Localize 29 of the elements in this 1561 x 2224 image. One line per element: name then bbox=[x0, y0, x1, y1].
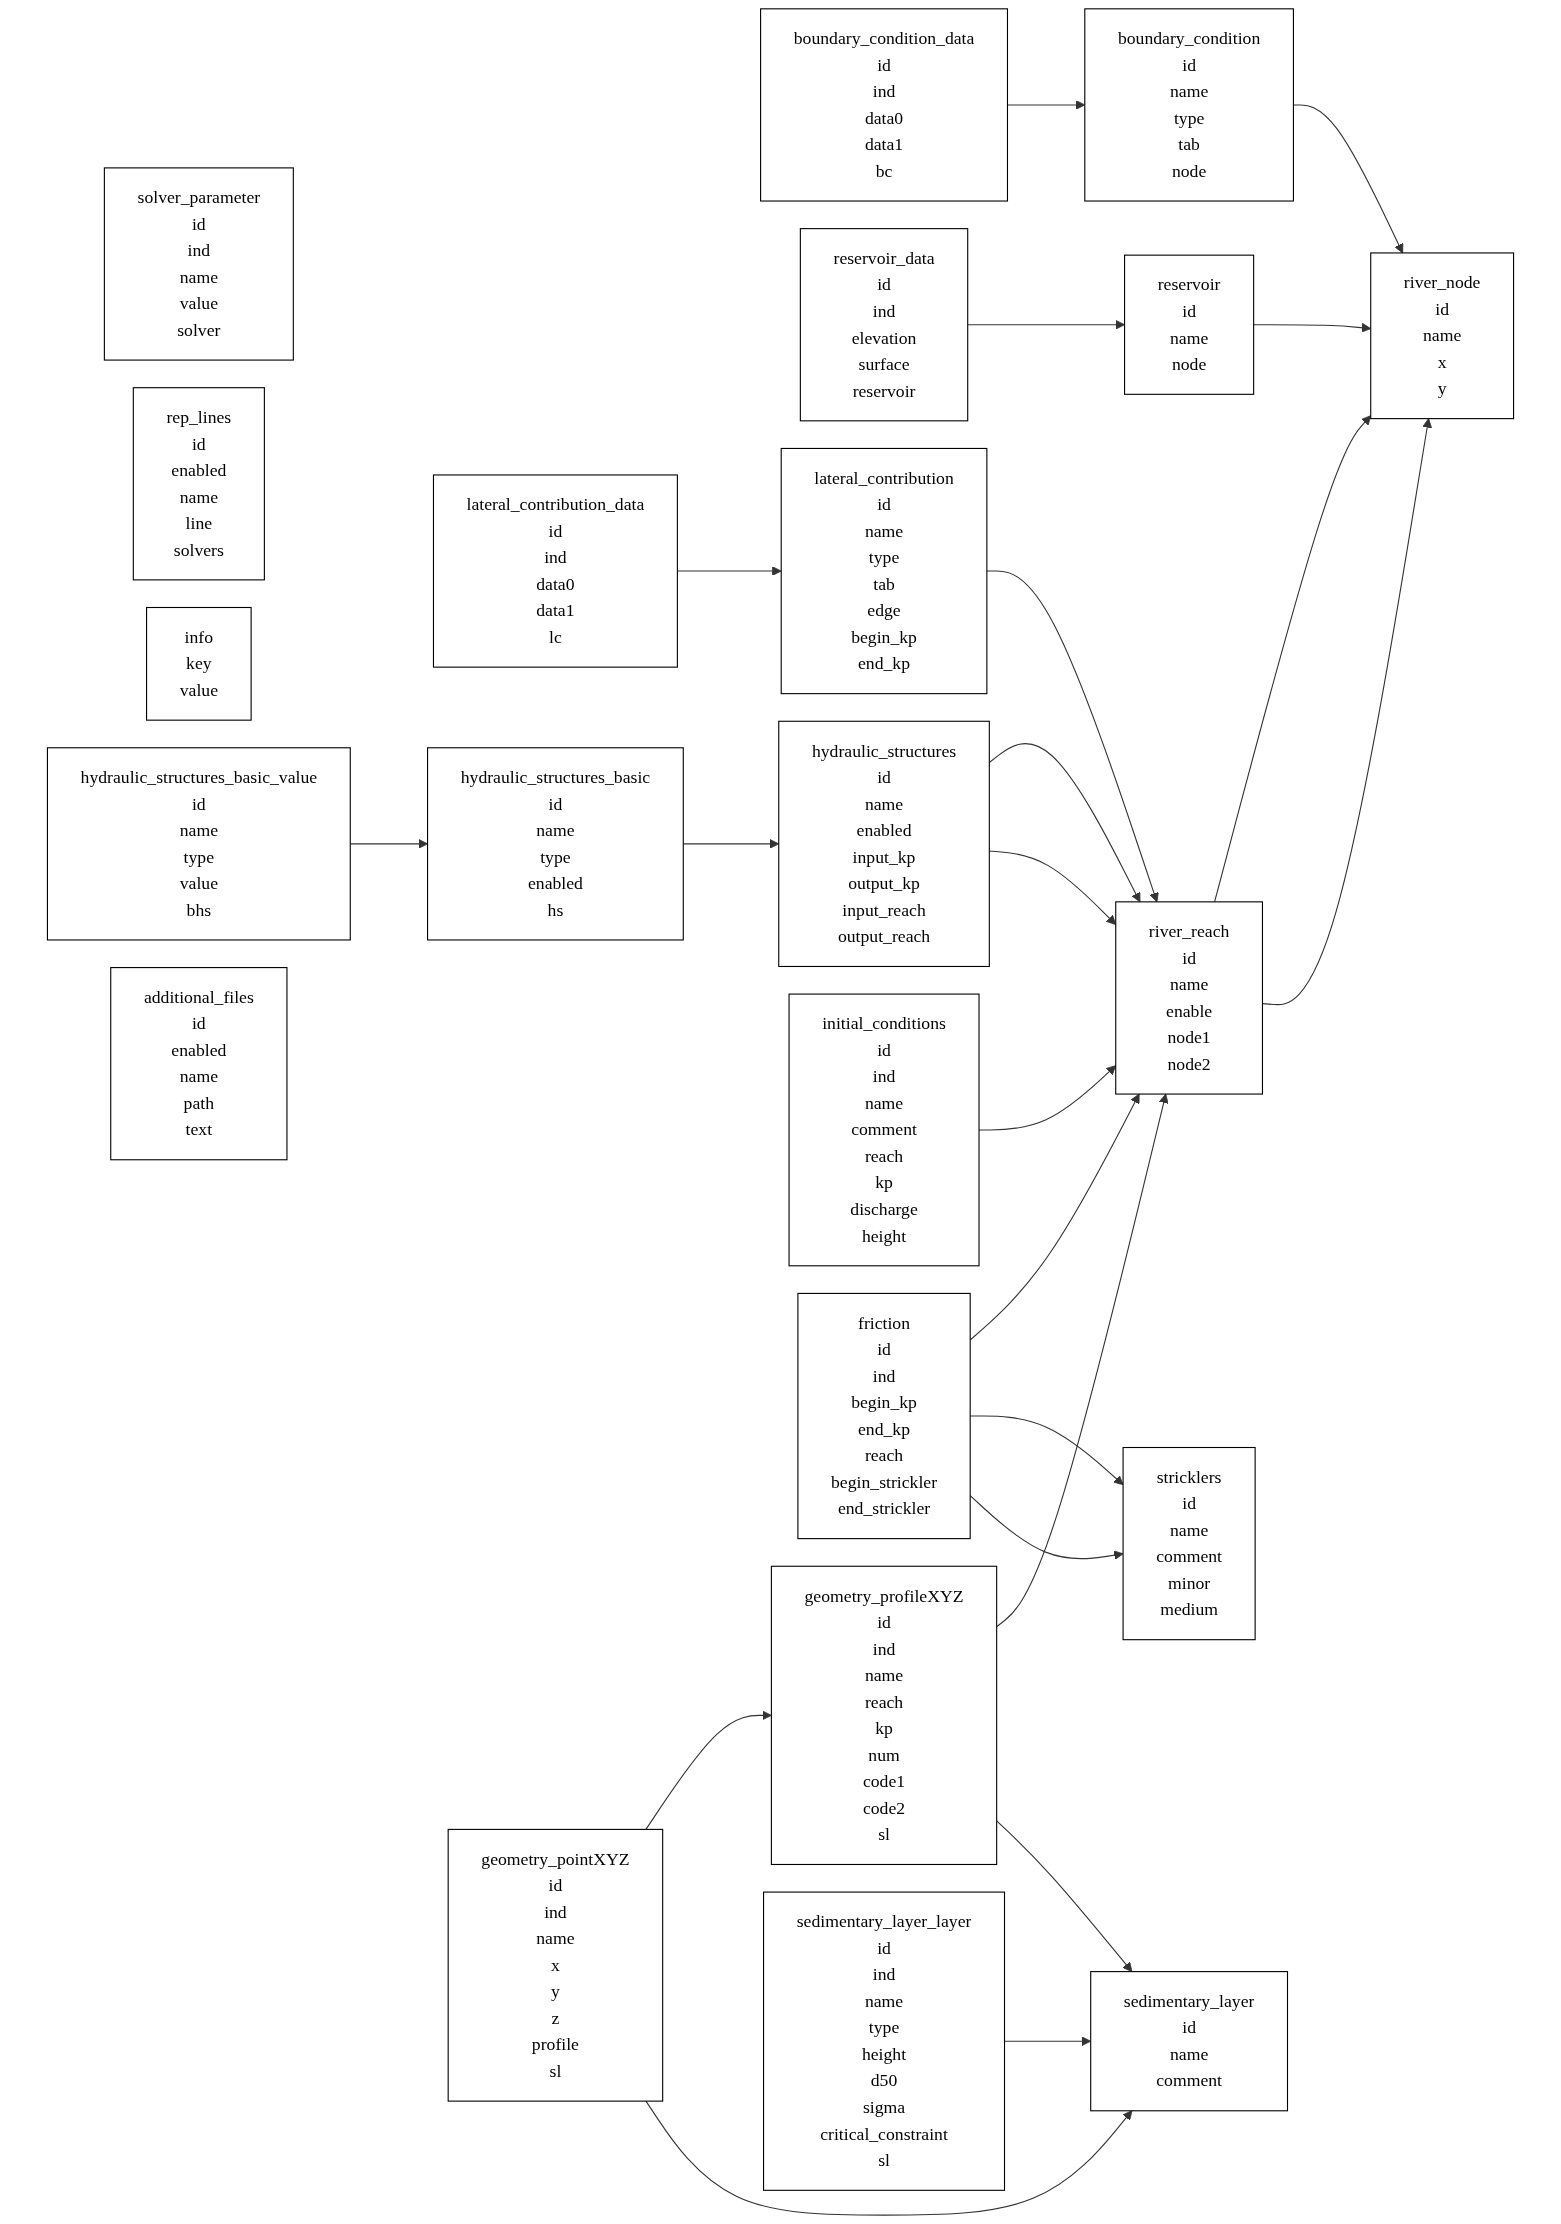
node-box: lateral_contribution_data id ind data0 data1 lc bbox=[432, 474, 678, 668]
node-box: sedimentary_layer id name comment bbox=[1090, 1971, 1289, 2112]
node-box: lateral_contribution id name type tab edge begin_kp end_kp bbox=[780, 447, 988, 695]
node-box: river_reach id name enable node1 node2 bbox=[1115, 901, 1263, 1095]
arrow bbox=[967, 319, 1125, 330]
node-box: friction id ind begin_kp end_kp reach begin_strickler end_strickler bbox=[797, 1292, 971, 1540]
node-box: hydraulic_structures_basic_value id name type value bhs bbox=[46, 747, 351, 941]
node-box: boundary_condition_data id ind data0 data1 bc bbox=[760, 8, 1009, 202]
node-box: rep_lines id enabled name line solvers bbox=[132, 387, 265, 581]
arrow bbox=[996, 1093, 1169, 1628]
node-box: sedimentary_layer_layer id ind name type height d50 sigma critical_constraint sl bbox=[763, 1891, 1006, 2191]
node-box: initial_conditions id ind name comment reach kp discharge height bbox=[788, 993, 980, 1267]
node-box: boundary_condition id name type tab node bbox=[1084, 8, 1294, 202]
arrow bbox=[996, 1820, 1133, 1973]
node-box: solver_parameter id ind name value solver bbox=[103, 167, 294, 361]
node-box: stricklers id name comment minor medium bbox=[1122, 1446, 1256, 1641]
node-box: river_node id name x y bbox=[1370, 252, 1515, 420]
arrow bbox=[1214, 415, 1372, 903]
node-box: reservoir_data id ind elevation surface reservoir bbox=[799, 228, 969, 422]
node-box: hydraulic_structures_basic id name type enabled hs bbox=[427, 747, 684, 941]
node-box: additional_files id enabled name path text bbox=[110, 967, 288, 1161]
node-box: info key value bbox=[146, 606, 252, 721]
node-box: geometry_profileXYZ id ind name reach kp num code1 code2 sl bbox=[770, 1565, 998, 1865]
node-box: hydraulic_structures id name enabled input_kp output_kp input_reach output_reach bbox=[778, 720, 990, 968]
arrow bbox=[986, 570, 1159, 903]
node-box: geometry_pointXYZ id ind name x y z profile sl bbox=[447, 1828, 664, 2102]
arrow bbox=[645, 2100, 1133, 2216]
arrow bbox=[645, 1710, 772, 1830]
node-box: reservoir id name node bbox=[1124, 254, 1255, 395]
